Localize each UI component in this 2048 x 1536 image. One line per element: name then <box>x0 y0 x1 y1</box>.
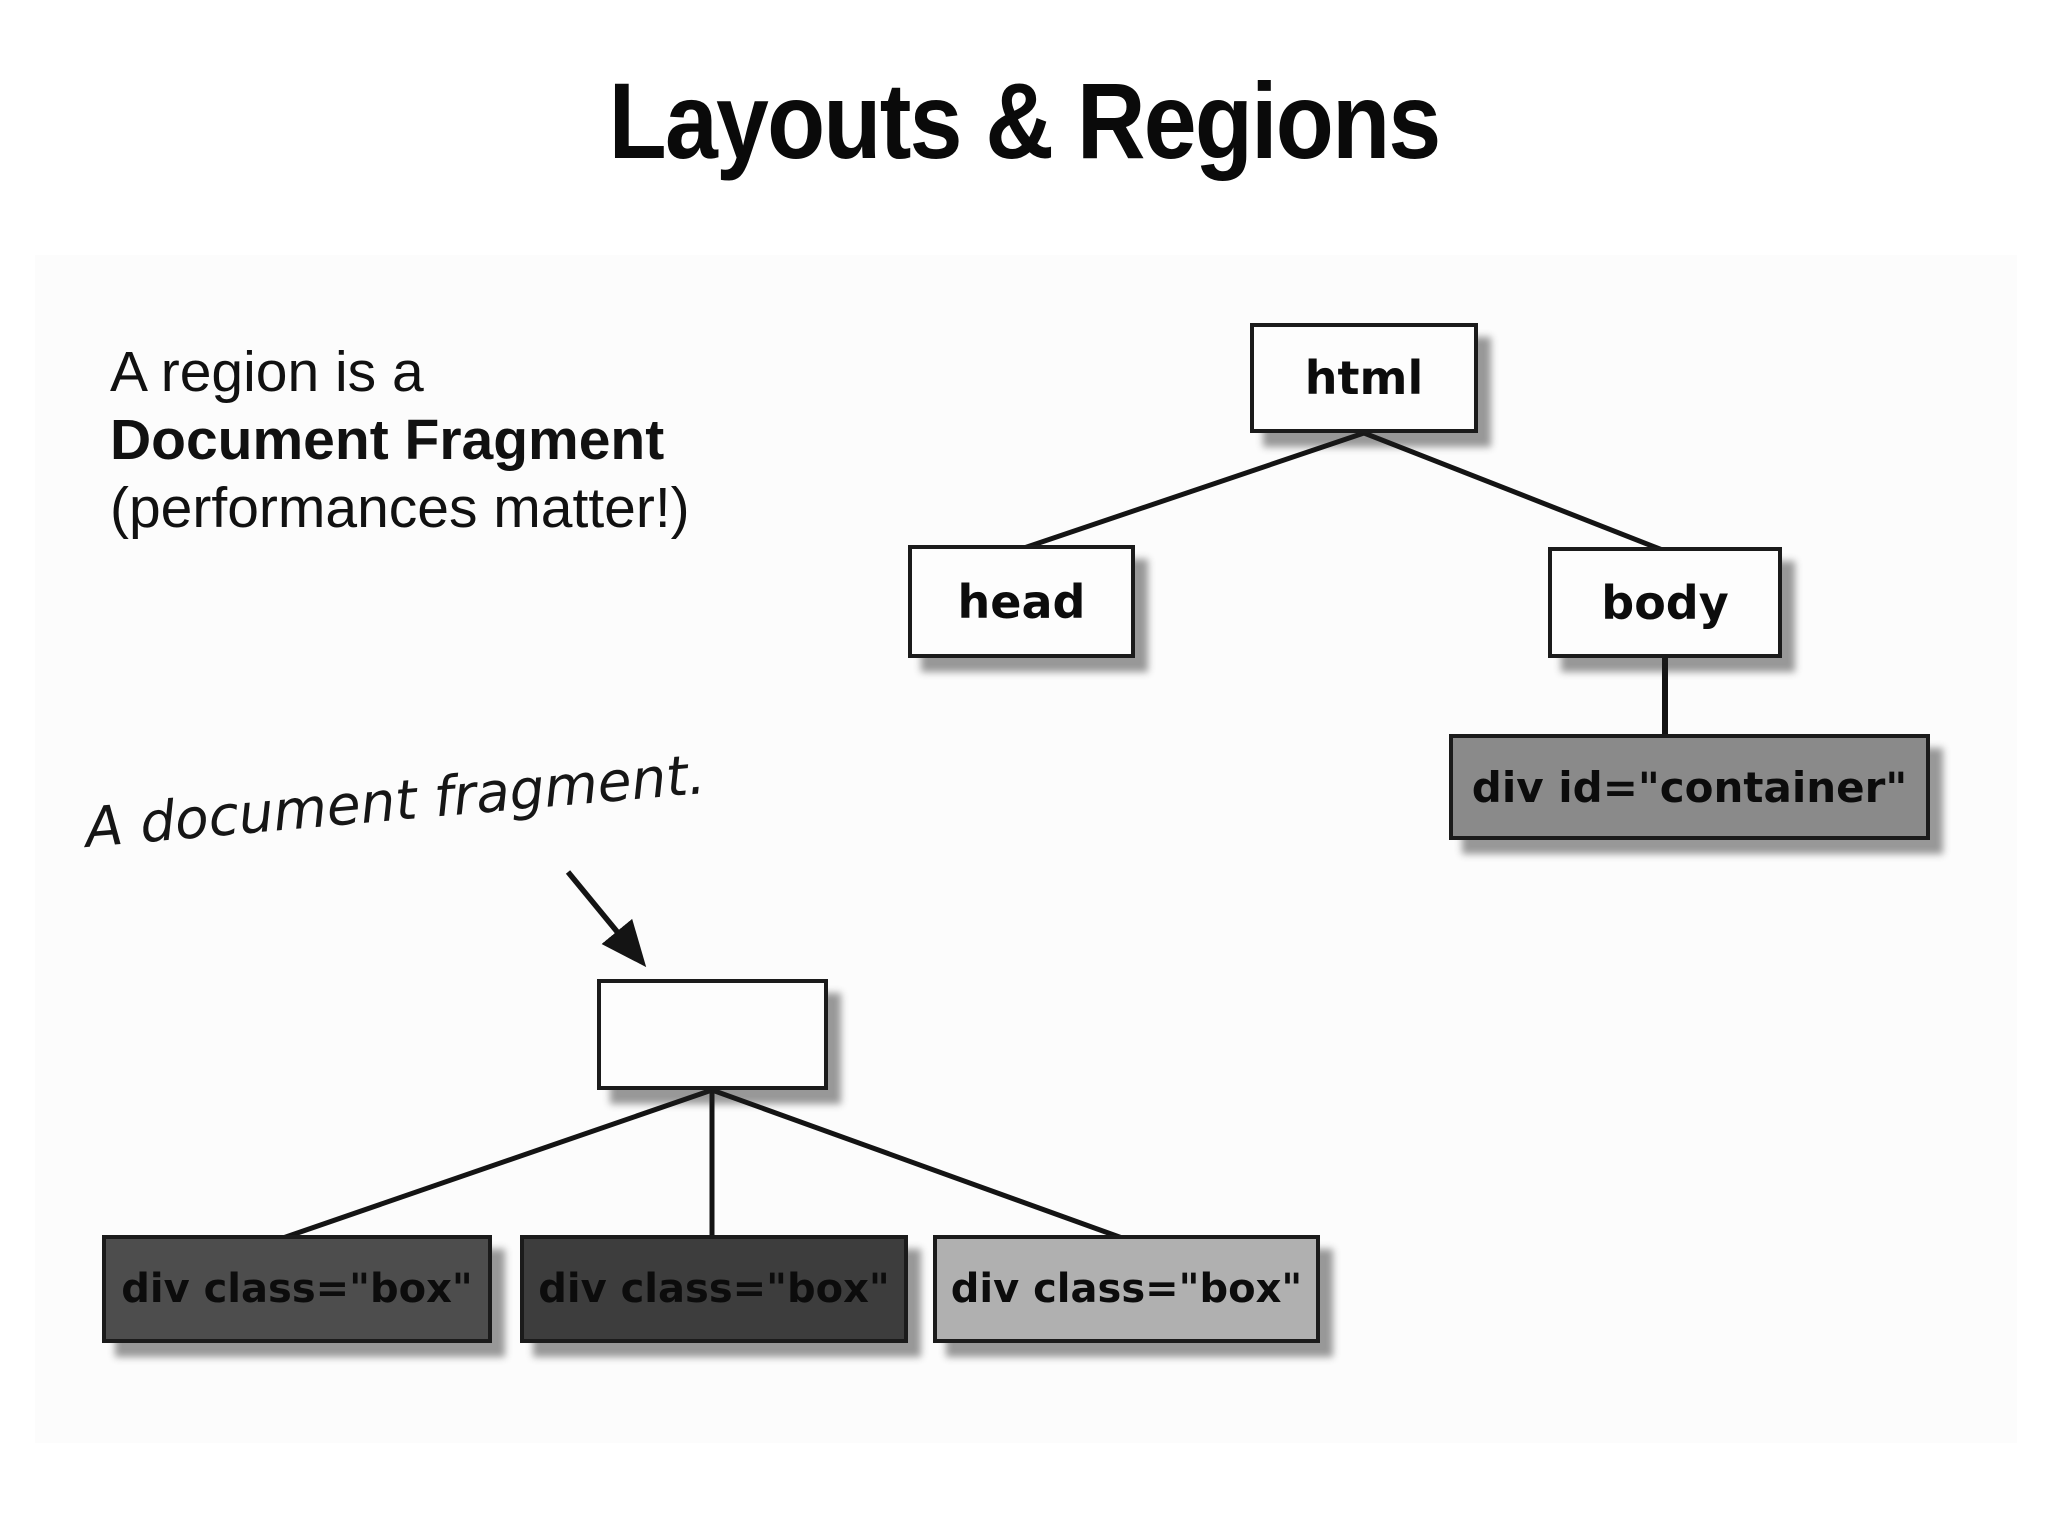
note-line-1: A region is a <box>110 340 424 404</box>
fragment-root-node <box>597 979 828 1090</box>
fragment-box-2-label: div class="box" <box>538 1266 890 1312</box>
tree-node-body-label: body <box>1601 575 1729 630</box>
fragment-box-3-label: div class="box" <box>950 1266 1303 1312</box>
fragment-box-1-label: div class="box" <box>121 1266 473 1312</box>
page-title: Layouts & Regions <box>0 58 2048 183</box>
note-line-2: Document Fragment <box>110 408 665 472</box>
tree-node-container-div: div id="container" <box>1449 734 1930 840</box>
tree-node-html-label: html <box>1304 351 1424 405</box>
page-title-text: Layouts & Regions <box>608 60 1442 181</box>
tree-node-head: head <box>908 545 1135 658</box>
fragment-box-node-2: div class="box" <box>520 1235 908 1343</box>
fragment-box-node-1: div class="box" <box>102 1235 492 1343</box>
tree-node-body: body <box>1548 547 1782 658</box>
region-note: A region is a Document Fragment (perform… <box>110 338 810 542</box>
fragment-box-node-3: div class="box" <box>933 1235 1320 1343</box>
tree-node-head-label: head <box>957 574 1086 629</box>
tree-node-container-label: div id="container" <box>1471 762 1908 812</box>
note-line-3: (performances matter!) <box>110 476 690 540</box>
tree-node-html: html <box>1250 323 1478 433</box>
